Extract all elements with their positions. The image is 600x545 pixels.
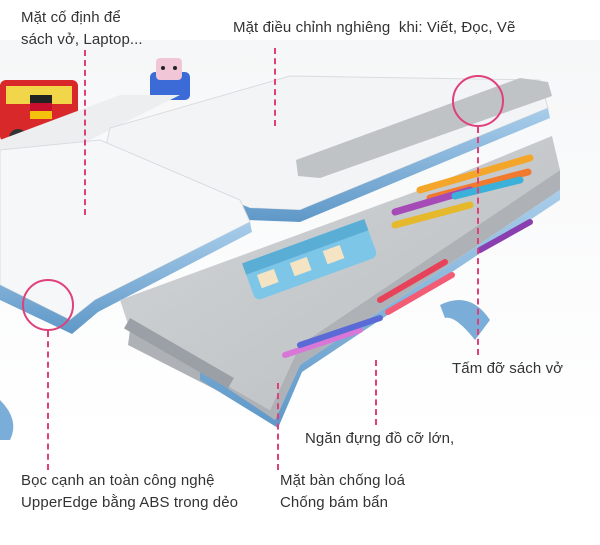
drawer-label: Ngăn đựng đồ cỡ lớn, bbox=[305, 430, 455, 447]
tilt-surface-leader bbox=[274, 48, 276, 126]
book-stand-label: Tấm đỡ sách vở bbox=[452, 360, 564, 377]
pencil-case-image bbox=[242, 218, 377, 300]
safe-edge-leader bbox=[47, 331, 49, 470]
tilt-surface-label: Mặt điều chỉnh nghiêng khi: Viết, Đọc, V… bbox=[233, 19, 516, 36]
drawer-tray bbox=[120, 136, 560, 410]
fixed-surface-leader bbox=[84, 50, 86, 215]
safe-edge-label: Bọc cạnh an toàn công nghệ UpperEdge bằn… bbox=[21, 472, 239, 511]
desk-leg-left bbox=[0, 400, 14, 440]
marker-pens-image bbox=[282, 154, 534, 358]
drawer-rail bbox=[124, 318, 234, 389]
book-stand-highlight bbox=[452, 75, 504, 127]
anti-glare-label: Mặt bàn chống loá Chống bám bẩn bbox=[280, 472, 406, 511]
fixed-surface-label: Mặt cố định để sách vở, Laptop... bbox=[21, 9, 143, 48]
fixed-shelf bbox=[0, 95, 180, 160]
book-stand-leader bbox=[477, 127, 479, 355]
anti-glare-leader bbox=[277, 383, 279, 470]
drawer-leader bbox=[375, 360, 377, 425]
toy-figure-image bbox=[150, 58, 190, 100]
safe-edge-highlight bbox=[22, 279, 74, 331]
